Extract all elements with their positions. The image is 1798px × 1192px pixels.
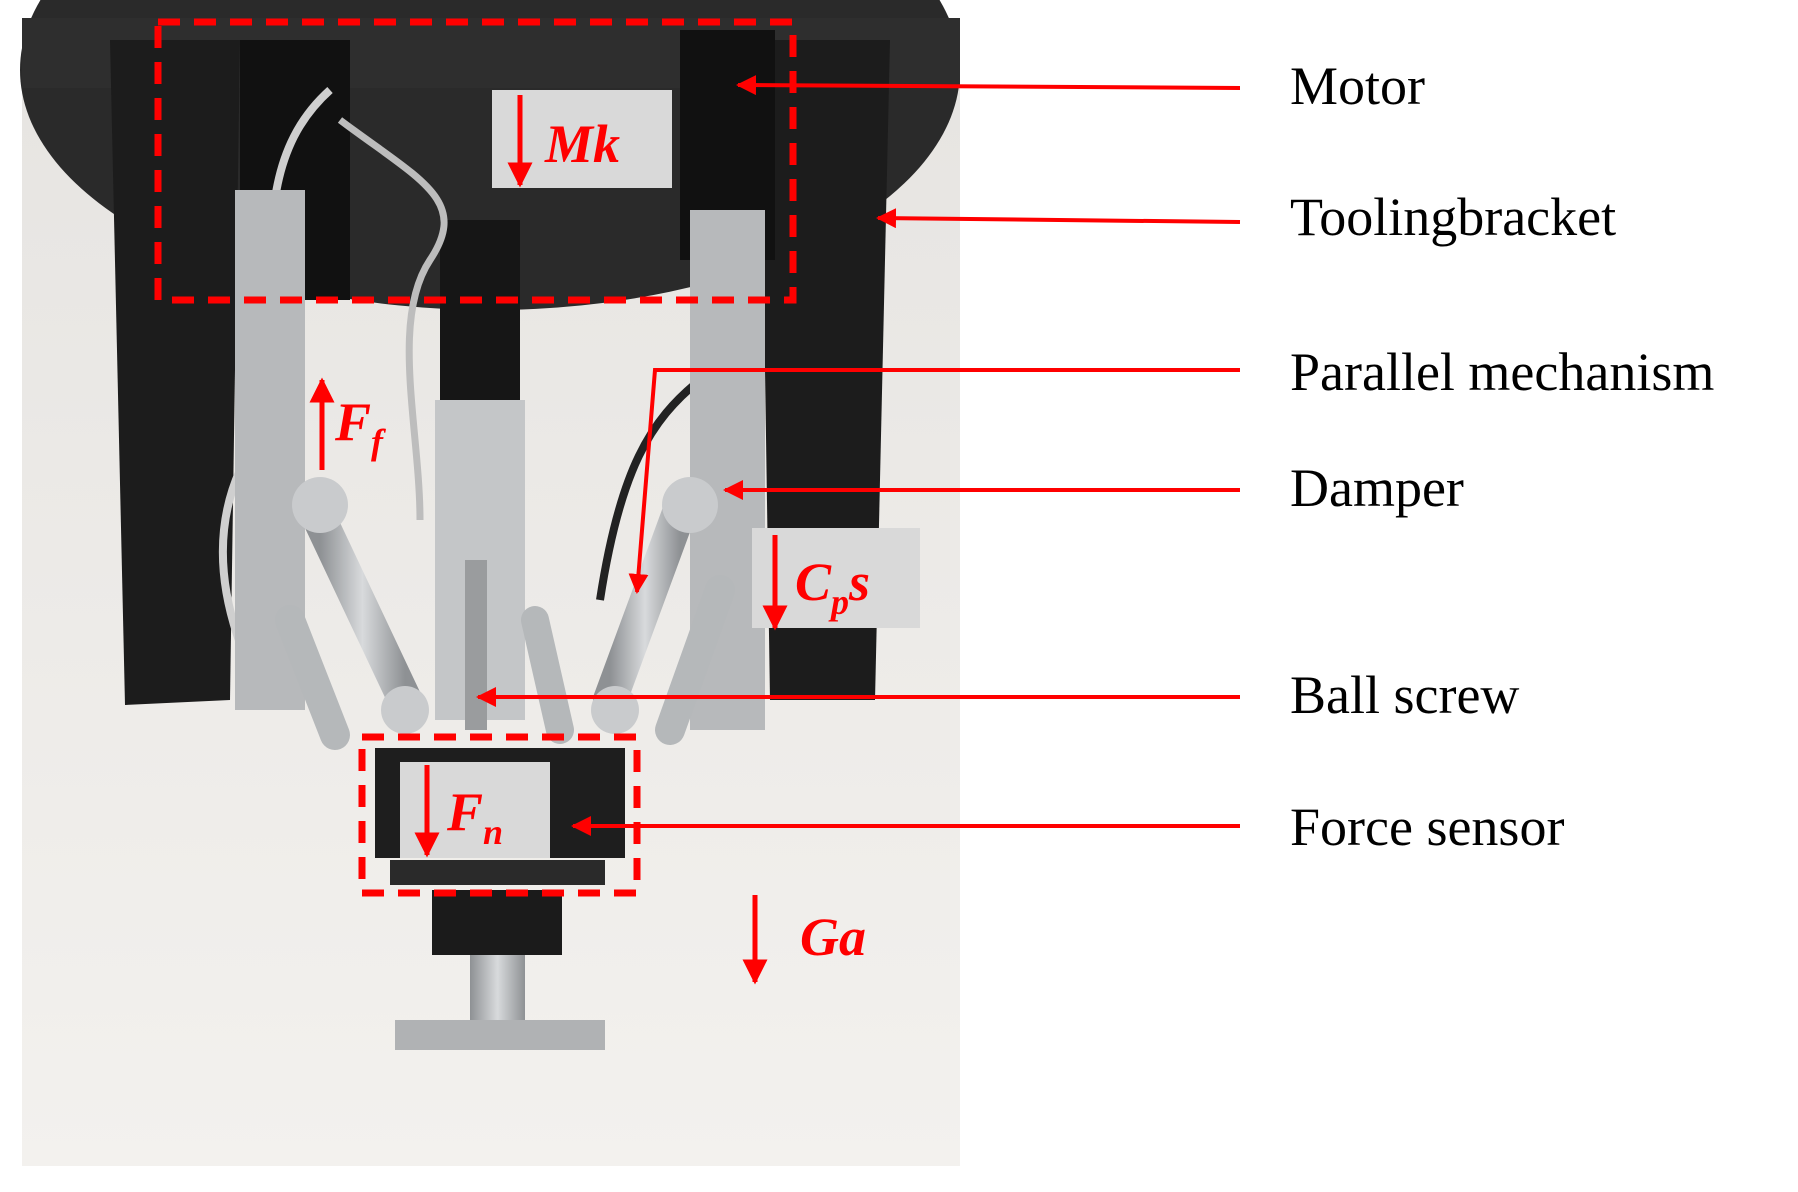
label-ball-screw: Ball screw (1290, 665, 1519, 725)
label-force-sensor: Force sensor (1290, 797, 1564, 857)
ball-screw (465, 560, 487, 730)
link-left-lower (275, 605, 350, 750)
label-parallel-mechanism: Parallel mechanism (1290, 342, 1714, 402)
link-right-lower (655, 575, 735, 745)
end-flange (395, 1020, 605, 1050)
ball-joint-bottom-right (591, 686, 639, 734)
tooling-bracket-leader-line (876, 208, 1241, 229)
link-right-upper (593, 493, 697, 717)
cable-bundle-center (337, 117, 448, 521)
tool-shaft (470, 955, 525, 1025)
label-damper: Damper (1290, 458, 1464, 518)
parallel-mechanism-leader-line (628, 368, 1240, 594)
tool-mount (432, 890, 562, 955)
ball-joint-right (662, 477, 718, 533)
mk-force-label: Mk (544, 114, 620, 174)
cable-right (596, 376, 703, 601)
motor-region-box (154, 18, 797, 304)
cps-force-label: Cps (795, 552, 870, 622)
link-center (521, 606, 574, 744)
ball-joint-bottom-left (381, 686, 429, 734)
label-motor: Motor (1290, 56, 1425, 116)
ff-force-label: Ff (334, 392, 386, 462)
label-tooling-bracket: Toolingbracket (1290, 187, 1616, 247)
force-sensor-plate (390, 860, 605, 885)
tooling-bracket-left (110, 40, 240, 705)
fn-force-label: Fn (446, 782, 503, 852)
ball-joint-left (292, 477, 348, 533)
motor-leader-line (736, 75, 1241, 96)
ga-force-label: Ga (800, 907, 866, 967)
link-left-upper (303, 503, 422, 717)
